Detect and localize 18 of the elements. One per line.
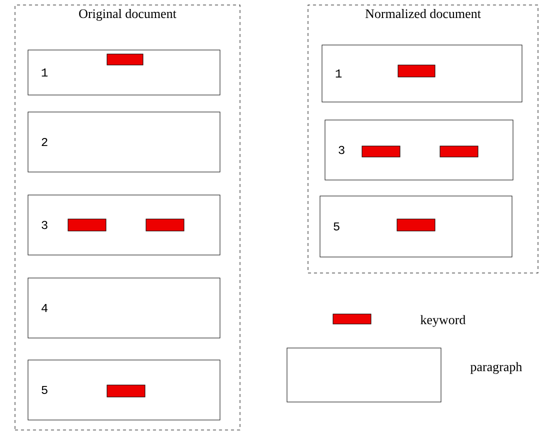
keyword-bar [106,384,146,398]
legend-label: paragraph [470,362,522,374]
keyword-bar [146,218,184,232]
paragraph-box: 3 [28,194,220,256]
legend-label: keyword [420,315,466,327]
paragraph-box: 4 [28,278,220,338]
keyword-bar [362,146,400,158]
keyword-bar [396,218,436,232]
keyword-bar [398,64,436,78]
paragraph-box: 5 [28,360,220,420]
paragraph-box: 1 [28,50,220,96]
paragraph-box: 2 [28,112,220,172]
paragraph-box: 1 [322,44,522,102]
paragraph-box: 5 [320,196,512,258]
paragraph-box: 3 [324,120,514,180]
keyword-bar [68,218,106,232]
keyword-bar [106,54,144,66]
keyword-bar [440,146,478,158]
